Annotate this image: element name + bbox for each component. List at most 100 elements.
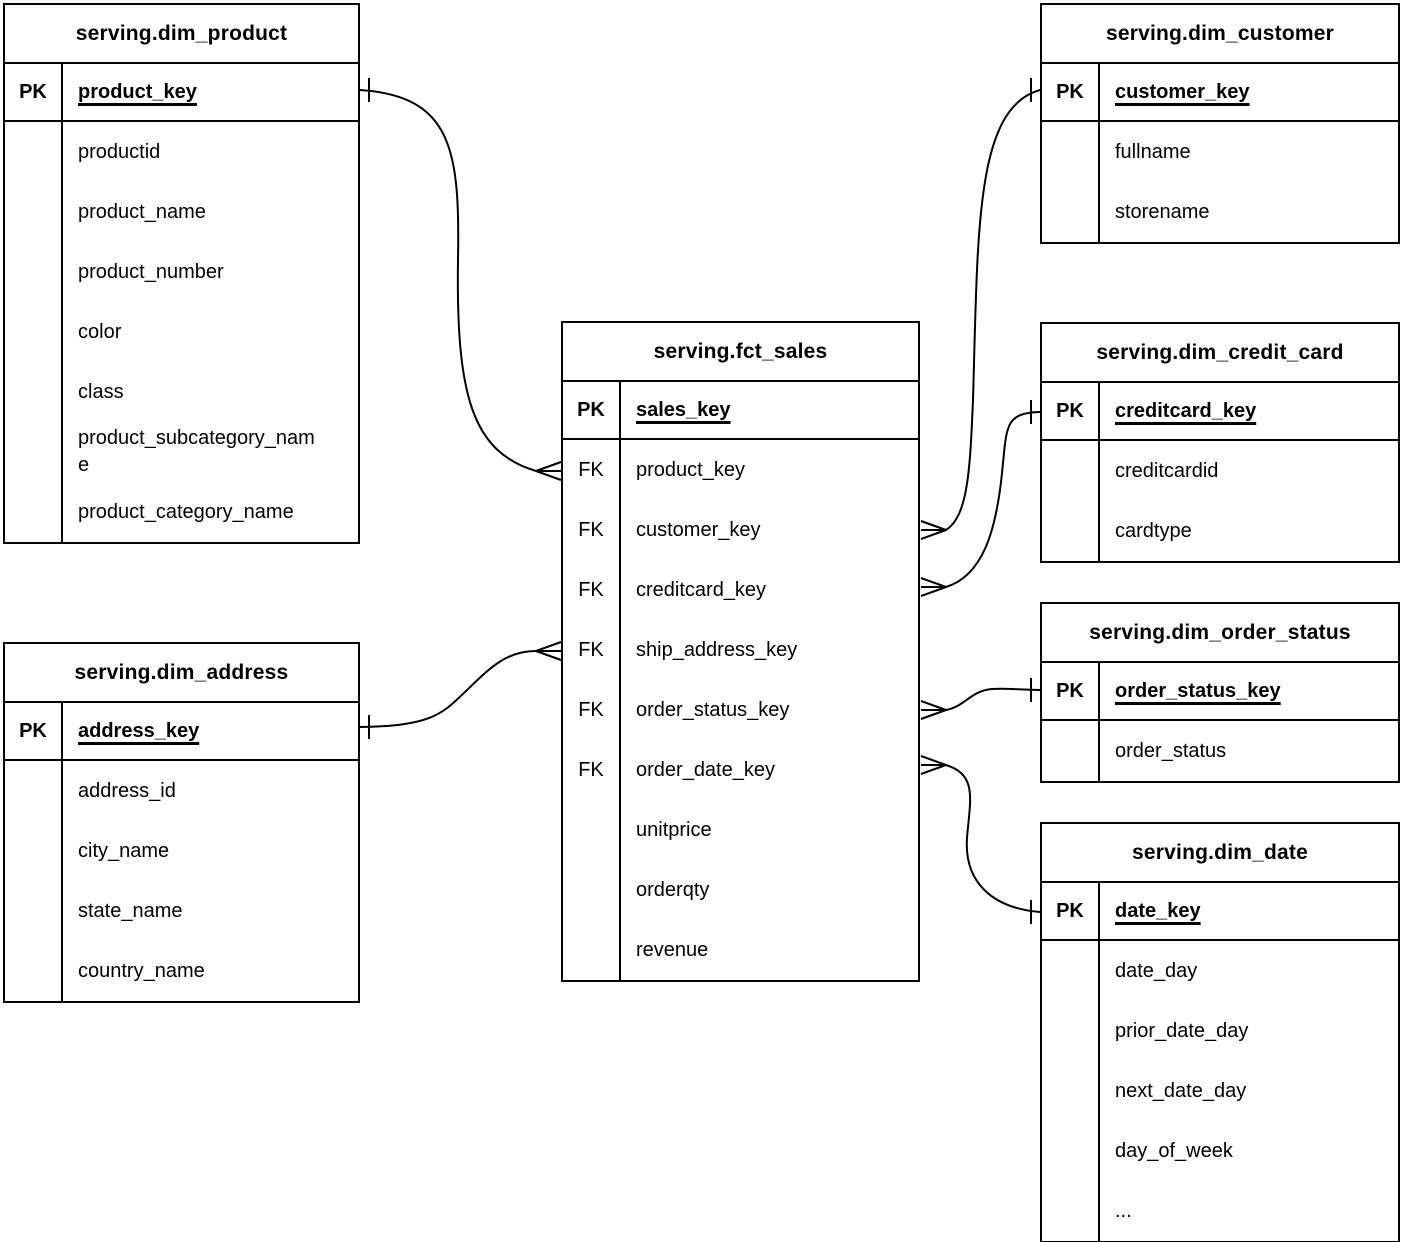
fk-label: FK: [563, 560, 621, 620]
pk-field: creditcard_key: [1100, 383, 1398, 439]
field-name: order_date_key: [636, 758, 775, 781]
table-title: serving.dim_credit_card: [1042, 324, 1398, 383]
pk-label: PK: [563, 382, 621, 438]
field-name: fullname: [1115, 140, 1191, 163]
table-row: next_date_day: [1042, 1061, 1398, 1121]
field-name: ...: [1115, 1199, 1132, 1222]
pk-field: date_key: [1100, 883, 1398, 939]
key-cell-empty: [5, 821, 63, 881]
relationship-order_date_key-line: [945, 764, 1041, 913]
pk-label: PK: [1042, 883, 1100, 939]
table-row: product_category_name: [5, 482, 358, 542]
relationship-ship_address_key-crows-foot-many-marker: [535, 641, 562, 661]
table-row: ...: [1042, 1181, 1398, 1241]
key-cell-empty: [563, 920, 621, 980]
table-row: product_subcategory_name: [5, 422, 358, 482]
field-name: date_day: [1115, 959, 1198, 982]
key-cell-empty: [5, 302, 63, 362]
pk-field: product_key: [63, 64, 358, 120]
key-cell-empty: [1042, 182, 1100, 242]
relationship-product_key-line: [359, 89, 537, 472]
table-row: FK order_status_key: [563, 680, 918, 740]
pk-field-text: address_key: [78, 719, 200, 742]
field-name: order_status: [1115, 739, 1227, 762]
key-cell-empty: [5, 122, 63, 182]
relationship-creditcard_key-line: [945, 411, 1041, 588]
pk-field: sales_key: [621, 382, 918, 438]
key-cell-empty: [1042, 721, 1100, 781]
field-name: product_key: [636, 458, 745, 481]
key-cell-empty: [563, 800, 621, 860]
table-row: revenue: [563, 920, 918, 980]
table-title: serving.fct_sales: [563, 323, 918, 382]
relationship-order_status_key-line: [945, 687, 1041, 711]
field-name: prior_date_day: [1115, 1019, 1249, 1042]
field-name: state_name: [78, 899, 183, 922]
pk-label: PK: [1042, 383, 1100, 439]
table-row: order_status: [1042, 721, 1398, 781]
field-name: storename: [1115, 200, 1210, 223]
field-name: customer_key: [636, 518, 761, 541]
pk-field: customer_key: [1100, 64, 1398, 120]
table-row: prior_date_day: [1042, 1001, 1398, 1061]
table-row: FK creditcard_key: [563, 560, 918, 620]
field-name: ship_address_key: [636, 638, 798, 661]
relationship-creditcard_key-crows-foot-many-marker: [920, 577, 947, 597]
field-name: next_date_day: [1115, 1079, 1247, 1102]
field-name: orderqty: [636, 878, 710, 901]
table-row: city_name: [5, 821, 358, 881]
table-row: orderqty: [563, 860, 918, 920]
key-cell-empty: [1042, 441, 1100, 501]
field-name: creditcard_key: [636, 578, 767, 601]
table-row: FK product_key: [563, 440, 918, 500]
fk-label: FK: [563, 740, 621, 800]
relationship-ship_address_key-line: [359, 650, 537, 728]
pk-label: PK: [5, 64, 63, 120]
field-name: product_number: [78, 260, 224, 283]
table-row: fullname: [1042, 122, 1398, 182]
relationship-order_date_key-crows-foot-many-marker: [920, 755, 947, 775]
table-row: country_name: [5, 941, 358, 1001]
field-name: day_of_week: [1115, 1139, 1233, 1162]
table-row: FK order_date_key: [563, 740, 918, 800]
field-name: revenue: [636, 938, 709, 961]
table-title: serving.dim_order_status: [1042, 604, 1398, 663]
pk-field-text: order_status_key: [1115, 679, 1281, 702]
key-cell-empty: [5, 422, 63, 482]
field-name: creditcardid: [1115, 459, 1219, 482]
primary-key-row: PK sales_key: [563, 382, 918, 440]
table-row: color: [5, 302, 358, 362]
relationship-customer_key-line: [945, 89, 1041, 531]
field-name: order_status_key: [636, 698, 790, 721]
key-cell-empty: [1042, 1121, 1100, 1181]
key-cell-empty: [1042, 122, 1100, 182]
primary-key-row: PK date_key: [1042, 883, 1398, 941]
fk-label: FK: [563, 440, 621, 500]
field-name: product_name: [78, 200, 206, 223]
table-row: creditcardid: [1042, 441, 1398, 501]
field-name: class: [78, 380, 124, 403]
field-name: city_name: [78, 839, 170, 862]
table-title: serving.dim_date: [1042, 824, 1398, 883]
field-name: address_id: [78, 779, 176, 802]
field-name: product_category_name: [78, 500, 294, 523]
fk-label: FK: [563, 680, 621, 740]
pk-field-text: creditcard_key: [1115, 399, 1257, 422]
pk-field-text: date_key: [1115, 899, 1201, 922]
pk-field-text: sales_key: [636, 398, 731, 421]
table-title: serving.dim_customer: [1042, 5, 1398, 64]
key-cell-empty: [1042, 501, 1100, 561]
pk-field: order_status_key: [1100, 663, 1398, 719]
table-row: state_name: [5, 881, 358, 941]
pk-label: PK: [1042, 64, 1100, 120]
